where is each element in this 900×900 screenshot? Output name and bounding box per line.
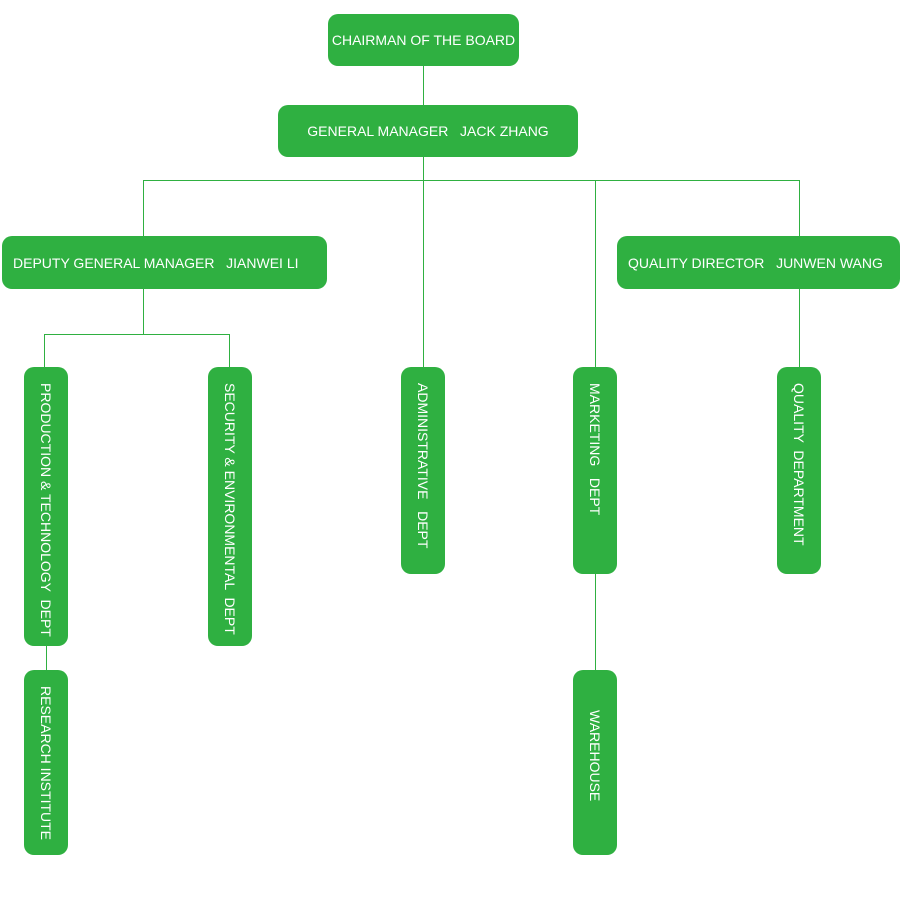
production-technology-dept-node[interactable]: PRODUCTION & TECHNOLOGY DEPT: [24, 367, 68, 646]
security-environmental-dept-node[interactable]: SECURITY & ENVIRONMENTAL DEPT: [208, 367, 252, 646]
deputy-general-manager-node[interactable]: DEPUTY GENERAL MANAGER JIANWEI LI: [2, 236, 327, 289]
chairman-node[interactable]: CHAIRMAN OF THE BOARD: [328, 14, 519, 66]
marketing-dept-node[interactable]: MARKETING DEPT: [573, 367, 617, 574]
production-technology-dept-label: PRODUCTION & TECHNOLOGY DEPT: [38, 383, 54, 637]
research-institute-label: RESEARCH INSTITUTE: [38, 686, 54, 841]
quality-department-label: QUALITY DEPARTMENT: [791, 383, 807, 546]
general-manager-node[interactable]: GENERAL MANAGER JACK ZHANG: [278, 105, 578, 157]
administrative-dept-label: ADMINISTRATIVE DEPT: [415, 383, 431, 549]
deputy-general-manager-label: DEPUTY GENERAL MANAGER JIANWEI LI: [13, 254, 299, 271]
warehouse-label: WAREHOUSE: [587, 710, 603, 802]
chairman-label: CHAIRMAN OF THE BOARD: [331, 32, 516, 48]
marketing-dept-label: MARKETING DEPT: [587, 383, 603, 516]
warehouse-node[interactable]: WAREHOUSE: [573, 670, 617, 855]
quality-department-node[interactable]: QUALITY DEPARTMENT: [777, 367, 821, 574]
quality-director-label: QUALITY DIRECTOR JUNWEN WANG: [628, 254, 883, 271]
quality-director-node[interactable]: QUALITY DIRECTOR JUNWEN WANG: [617, 236, 900, 289]
general-manager-label: GENERAL MANAGER JACK ZHANG: [307, 123, 549, 139]
administrative-dept-node[interactable]: ADMINISTRATIVE DEPT: [401, 367, 445, 574]
security-environmental-dept-label: SECURITY & ENVIRONMENTAL DEPT: [222, 383, 238, 635]
research-institute-node[interactable]: RESEARCH INSTITUTE: [24, 670, 68, 855]
